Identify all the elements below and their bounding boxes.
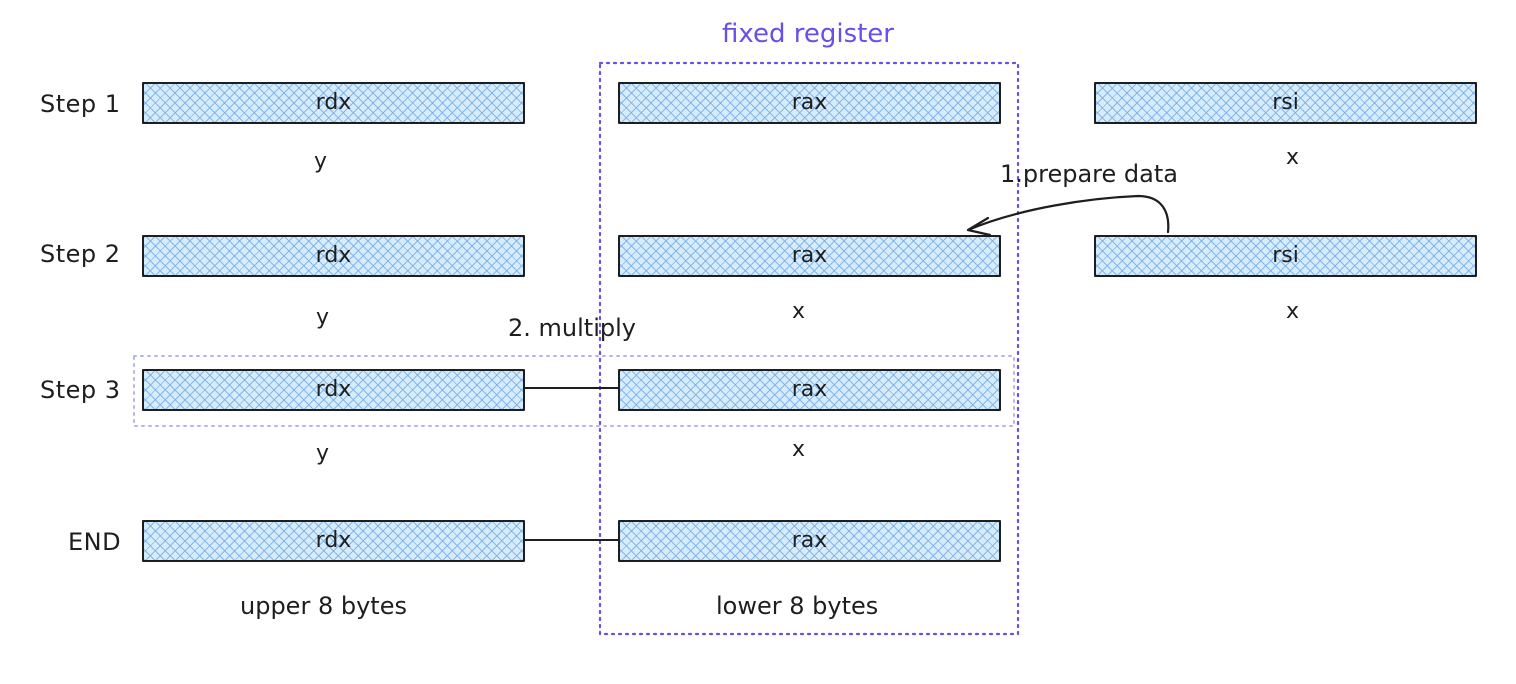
register-label: rax [791, 528, 828, 553]
end-rax-register: rax [618, 520, 1001, 562]
step3-rdx-value: y [316, 441, 330, 466]
end-rdx-register: rdx [142, 520, 525, 562]
step3-rax-register: rax [618, 369, 1001, 411]
register-label: rdx [315, 377, 352, 402]
register-label: rsi [1272, 243, 1299, 268]
step1-label: Step 1 [40, 90, 121, 118]
prepare-data-arrow [966, 194, 1170, 234]
step2-rsi-value: x [1286, 299, 1300, 324]
fixed-register-title: fixed register [722, 19, 894, 49]
register-label: rdx [315, 528, 352, 553]
lower-bytes-label: lower 8 bytes [716, 592, 879, 620]
upper-bytes-label: upper 8 bytes [240, 592, 407, 620]
register-label: rdx [315, 243, 352, 268]
step1-rdx-value: y [314, 149, 328, 174]
end-label: END [68, 528, 122, 556]
prepare-data-arrowhead [966, 216, 992, 237]
multiply-annotation: 2. multiply [508, 314, 636, 342]
step2-label: Step 2 [40, 240, 121, 268]
register-label: rax [791, 243, 828, 268]
step3-label: Step 3 [40, 376, 121, 404]
register-label: rax [791, 377, 828, 402]
step1-rsi-value: x [1286, 145, 1300, 170]
register-label: rdx [315, 90, 352, 115]
register-label: rax [791, 90, 828, 115]
step2-rdx-register: rdx [142, 235, 525, 277]
step1-rdx-register: rdx [142, 82, 525, 124]
step2-rax-register: rax [618, 235, 1001, 277]
step2-rax-value: x [792, 299, 806, 324]
step3-rdx-register: rdx [142, 369, 525, 411]
step3-frame [133, 355, 1015, 427]
step1-rsi-register: rsi [1094, 82, 1477, 124]
step1-rax-register: rax [618, 82, 1001, 124]
step3-rax-value: x [792, 437, 806, 462]
register-label: rsi [1272, 90, 1299, 115]
step2-rsi-register: rsi [1094, 235, 1477, 277]
step2-rdx-value: y [316, 305, 330, 330]
fixed-register-frame [598, 61, 1020, 636]
prepare-data-annotation: 1.prepare data [1000, 160, 1178, 188]
